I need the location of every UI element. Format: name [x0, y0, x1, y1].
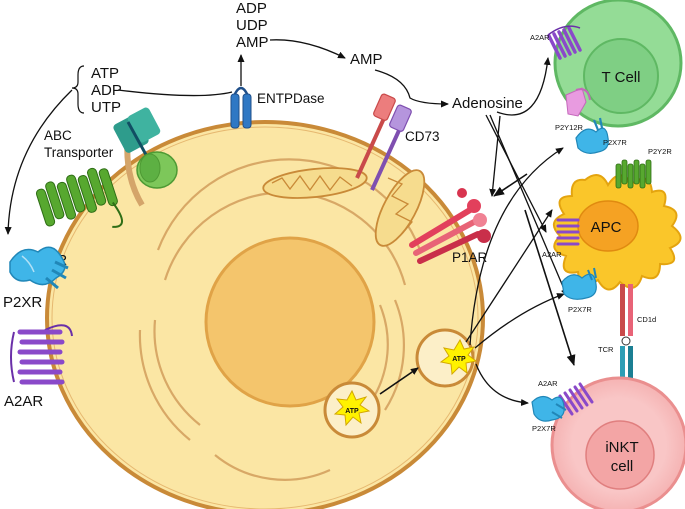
- nucleotide-left-3: UTP: [91, 99, 121, 116]
- t-cell: T Cell: [553, 0, 683, 128]
- apc: APC: [553, 174, 682, 291]
- apc-p2y2r-icon: [615, 159, 652, 189]
- host-cell: ATP ATP: [45, 120, 485, 509]
- t-cell-p2x7r-label: P2X7R: [603, 138, 627, 147]
- t-cell-label: T Cell: [602, 69, 641, 86]
- atp-vesicle: ATP: [323, 381, 381, 439]
- nucleotide-top-3: AMP: [236, 34, 269, 51]
- nucleotide-left-2: ADP: [91, 82, 122, 99]
- atp-release-vesicle: ATP: [415, 328, 478, 388]
- t-cell-p2x7r-icon: [575, 117, 609, 154]
- entpdase-label: ENTPDase: [257, 91, 325, 106]
- a2ar-host-label: A2AR: [4, 393, 43, 410]
- arrow-atp-to-apc-p2y2r: [465, 209, 553, 343]
- inkt-a2ar-icon: [558, 382, 594, 416]
- apc-p2x7r-label: P2X7R: [568, 305, 592, 314]
- t-cell-a2ar-label: A2AR: [530, 33, 550, 42]
- nucleotide-left-1: ATP: [91, 65, 119, 82]
- arrow-adenosine-to-apc: [485, 114, 547, 233]
- abc-transporter-icon: [113, 107, 178, 207]
- apc-p2y2r-label: P2Y2R: [648, 147, 672, 156]
- apc-cd1d-label: CD1d: [637, 315, 656, 324]
- arrow-atp-to-inkt-p2x7r: [475, 363, 529, 406]
- a2ar-host-icon: [10, 324, 73, 385]
- arrow-adenosine-bold-to-p1ar: [493, 173, 528, 197]
- arrow-adenosine-to-tcell: [496, 57, 551, 116]
- cd73-icon: [355, 93, 412, 191]
- arrow-atp-to-p2xr: [4, 89, 73, 235]
- arrow-atp-to-apc-p2x7r: [474, 293, 565, 349]
- arrow-amp-to-amp: [269, 39, 346, 59]
- abc-transporter-label-2: Transporter: [44, 145, 114, 160]
- apc-label: APC: [591, 219, 622, 236]
- inkt-p2x7r-icon: [531, 395, 567, 422]
- cd73-label: CD73: [405, 129, 440, 144]
- entpdase-icon: [230, 86, 252, 129]
- inkt-p2x7r-label: P2X7R: [532, 424, 556, 433]
- atp-released-label: ATP: [452, 356, 466, 363]
- arrow-adenosine-to-inkt: [489, 114, 568, 297]
- apc-a2ar-icon: [556, 218, 580, 246]
- nucleus: [204, 236, 376, 408]
- t-cell-p2y12r-icon: [565, 87, 591, 117]
- nucleotide-top-1: ADP: [236, 0, 267, 17]
- mitochondrion-right: [374, 169, 426, 247]
- p2yr-icon: [35, 167, 124, 228]
- arrow-amp-to-adenosine: [374, 69, 449, 108]
- mitochondrion-top: [262, 167, 368, 199]
- p1ar-label: P1AR: [452, 250, 488, 265]
- inkt-a2ar-label: A2AR: [538, 379, 558, 388]
- inkt-label-1: iNKT: [605, 439, 638, 456]
- nucleotides-left: ATP ADP UTP: [71, 65, 122, 116]
- atp-star-icon: [333, 389, 371, 427]
- nucleotide-top-2: UDP: [236, 17, 268, 34]
- vesicle-to-membrane-arrow: [379, 367, 419, 395]
- apc-tcr-label: TCR: [598, 345, 614, 354]
- p1ar-icon: [409, 188, 491, 264]
- amp-label: AMP: [350, 51, 383, 68]
- pathway-arrows: [4, 39, 568, 406]
- t-cell-a2ar-icon: [547, 25, 582, 60]
- nucleotides-top: ADP UDP AMP: [236, 0, 269, 51]
- cd1d-tcr-complex-icon: [620, 284, 633, 386]
- arrow-adenosine-to-p1ar: [489, 115, 501, 197]
- arrow-apc-to-inkt: [524, 209, 576, 366]
- adenosine-label: Adenosine: [452, 95, 523, 112]
- inkt-label-2: cell: [611, 458, 634, 475]
- arrow-atp-to-p2y12r: [469, 147, 564, 346]
- arrow-atp-to-entpdase: [117, 89, 233, 97]
- inkt-cell: iNKT cell: [550, 376, 685, 509]
- p2xr-icon: [9, 246, 69, 290]
- apc-p2x7r-icon: [561, 267, 597, 300]
- atp-vesicle-label: ATP: [345, 408, 359, 415]
- apc-a2ar-label: A2AR: [542, 250, 562, 259]
- atp-release-star-icon: [439, 338, 478, 376]
- host-cell-membrane-inner: [51, 126, 479, 509]
- p2xr-label: P2XR: [3, 294, 42, 311]
- abc-transporter-label-1: ABC: [44, 128, 72, 143]
- t-cell-p2y12r-label: P2Y12R: [555, 123, 584, 132]
